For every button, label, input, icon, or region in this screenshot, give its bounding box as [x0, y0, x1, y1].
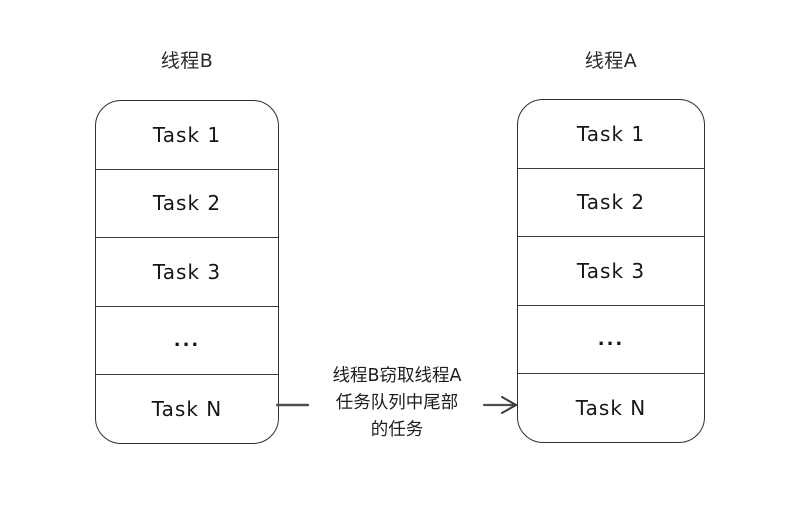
steal-annotation-line: 线程B窃取线程A — [332, 366, 462, 386]
steal-annotation-line: 的任务 — [370, 420, 424, 440]
task-row: Task N — [575, 396, 647, 421]
task-row: Task 2 — [96, 170, 278, 239]
steal-arrow-left-segment — [276, 403, 310, 407]
task-row: Task 3 — [518, 237, 704, 306]
right-queue-box: Task 1 Task 2 Task 3 ... Task N — [517, 99, 705, 443]
task-row-ellipsis: ... — [96, 307, 278, 376]
right-queue-title-text: 线程A — [584, 50, 638, 72]
left-queue-title-text: 线程B — [160, 50, 214, 72]
steal-arrow-head-icon — [482, 396, 518, 414]
task-row: Task 1 — [518, 100, 704, 169]
left-queue-box: Task 1 Task 2 Task 3 ... Task N — [95, 100, 279, 444]
task-row: Task 1 — [96, 101, 278, 170]
right-queue-title: 线程A — [517, 46, 705, 73]
steal-annotation: 线程B窃取线程A 任务队列中尾部 的任务 — [303, 363, 491, 444]
task-row-ellipsis: ... — [518, 306, 704, 375]
left-queue-title: 线程B — [95, 46, 279, 73]
steal-annotation-line: 任务队列中尾部 — [335, 393, 459, 413]
task-row: Task 3 — [96, 238, 278, 307]
task-row: Task N — [151, 397, 223, 422]
task-row: Task 2 — [518, 169, 704, 238]
